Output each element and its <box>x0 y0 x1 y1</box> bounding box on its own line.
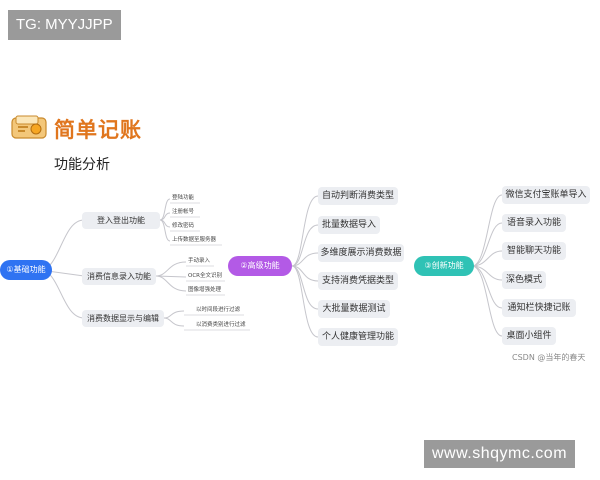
node-dark-mode[interactable]: 深色模式 <box>502 271 546 289</box>
node-bulk-data-test[interactable]: 大批量数据测试 <box>318 300 390 318</box>
node-quick-notification-entry[interactable]: 通知栏快捷记账 <box>502 299 576 317</box>
leaf-upload-to-server[interactable]: 上传数据至服务器 <box>172 237 217 243</box>
leaf-register-account[interactable]: 注册帐号 <box>172 209 195 215</box>
connector <box>163 310 185 319</box>
page-title: 简单记账 <box>54 118 142 142</box>
connector <box>155 261 187 277</box>
connector <box>291 265 319 310</box>
connector <box>471 250 503 267</box>
leaf-change-password[interactable]: 修改密码 <box>172 223 195 229</box>
wallet-logo-icon <box>11 115 47 139</box>
connector <box>471 222 503 267</box>
node-auto-detect-type[interactable]: 自动判断消费类型 <box>318 187 398 205</box>
connector <box>291 195 319 267</box>
connector <box>163 317 185 327</box>
leaf-filter-by-time[interactable]: 以时间段进行过滤 <box>196 307 241 313</box>
node-expense-display-edit[interactable]: 消费数据显示与编辑 <box>82 310 164 327</box>
hub-basic-features[interactable]: ①基础功能 <box>0 260 52 280</box>
connector <box>155 275 187 278</box>
node-wechat-alipay-import[interactable]: 微信支付宝账单导入 <box>502 186 590 204</box>
connector <box>291 265 319 338</box>
hub-advanced-features[interactable]: ②高级功能 <box>228 256 292 276</box>
node-multi-dimension-display[interactable]: 多维度展示消费数据 <box>318 244 404 262</box>
channel-watermark-label: TG: MYYJJPP <box>8 10 121 40</box>
connector <box>159 219 171 242</box>
node-batch-import[interactable]: 批量数据导入 <box>318 216 380 234</box>
node-voice-entry[interactable]: 语音录入功能 <box>502 214 566 232</box>
site-watermark-label: www.shqymc.com <box>424 440 576 468</box>
leaf-image-enhancement[interactable]: 图像增强处理 <box>188 287 222 293</box>
node-smart-chat[interactable]: 智能聊天功能 <box>502 242 566 260</box>
node-expense-entry[interactable]: 消费信息录入功能 <box>82 268 156 285</box>
connector <box>291 252 319 267</box>
hub-innovative-features[interactable]: ③创新功能 <box>414 256 474 276</box>
connector <box>291 224 319 267</box>
node-login-logout[interactable]: 登入登出功能 <box>82 212 160 229</box>
node-desktop-widget[interactable]: 桌面小组件 <box>502 327 556 345</box>
leaf-ocr-recognition[interactable]: OCR全文识别 <box>188 273 222 279</box>
connector <box>471 194 503 267</box>
leaf-login[interactable]: 登陆功能 <box>172 195 195 201</box>
node-health-management[interactable]: 个人健康管理功能 <box>318 328 398 346</box>
page-subtitle: 功能分析 <box>54 157 110 173</box>
leaf-filter-by-category[interactable]: 以消费类别进行过滤 <box>196 322 246 328</box>
node-receipt-types[interactable]: 支持消费凭据类型 <box>318 272 398 290</box>
csdn-watermark: CSDN @当年的春天 <box>512 353 586 362</box>
leaf-manual-entry[interactable]: 手动录入 <box>188 258 211 264</box>
connector <box>471 265 503 337</box>
connector <box>155 275 187 292</box>
